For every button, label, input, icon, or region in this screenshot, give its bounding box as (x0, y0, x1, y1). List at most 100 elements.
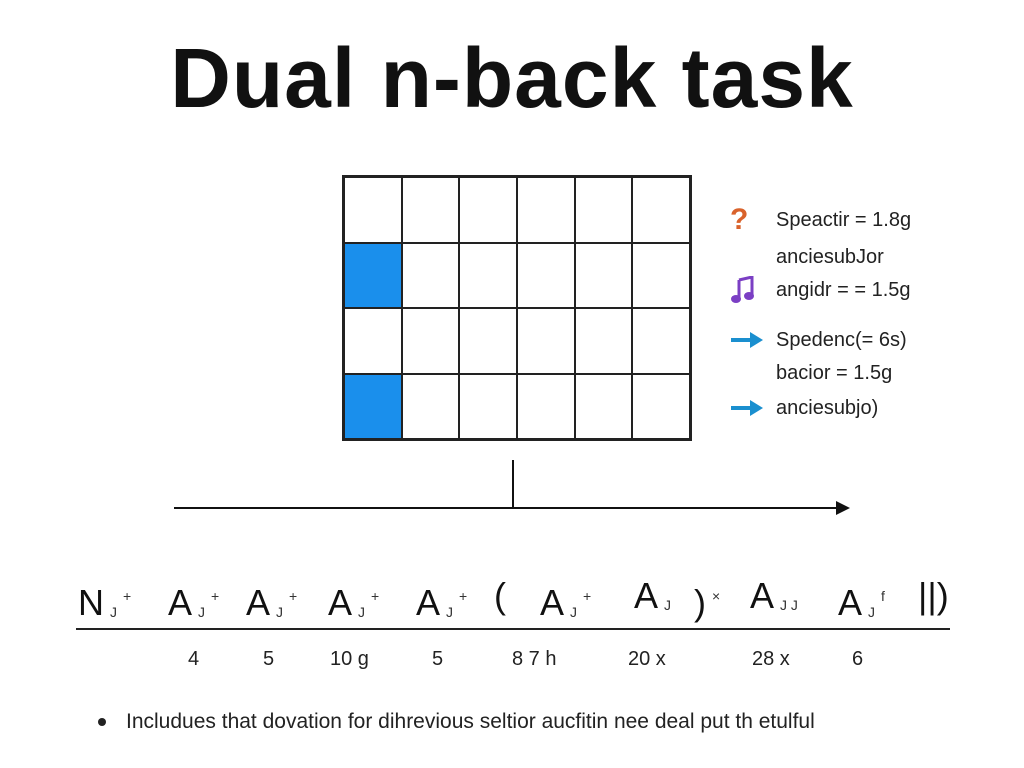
grid-cell (459, 177, 517, 243)
legend-label: bacior = 1.5g (776, 361, 893, 384)
grid-cell-active (344, 242, 402, 308)
grid-cell (401, 373, 460, 439)
legend-item: angidr = = 1.5g (730, 275, 911, 305)
arrow-right-icon (730, 393, 766, 423)
sequence-subscript: J J (780, 597, 798, 613)
grid-cell (574, 242, 633, 308)
sequence-symbol: A (168, 582, 193, 623)
grid-cell (401, 177, 460, 243)
legend-label: Speactir = 1.8g (776, 208, 912, 231)
grid-cell (632, 308, 690, 374)
sequence-superscript: × (712, 588, 721, 604)
timeline-arrowhead (836, 501, 850, 515)
grid-cell (459, 308, 517, 374)
grid-cell (517, 242, 575, 308)
legend-item: Spedenc(= 6s) (730, 325, 907, 355)
grid-cell (459, 242, 517, 308)
sequence-symbol: A (540, 582, 565, 623)
grid-cell (574, 177, 633, 243)
music-note-icon (730, 275, 766, 305)
grid-cell (517, 373, 575, 439)
legend-icon-spacer (730, 242, 766, 272)
sequence-symbol: ||) (918, 575, 949, 616)
sequence-number: 6 (852, 648, 864, 670)
legend-item: bacior = 1.5g (730, 358, 892, 388)
grid-cell (632, 373, 690, 439)
legend-label: angidr = = 1.5g (776, 278, 911, 301)
stimulus-grid (342, 175, 692, 441)
grid-cell (401, 242, 460, 308)
sequence-symbol: ( (494, 575, 506, 616)
grid-cell-active (344, 373, 402, 439)
sequence-symbol: N (78, 582, 104, 623)
sequence-subscript: J (664, 597, 672, 613)
sequence-symbol: A (634, 575, 659, 616)
legend-label: Spedenc(= 6s) (776, 328, 907, 351)
grid-cell (517, 177, 575, 243)
bullet-icon (98, 718, 106, 726)
sequence-subscript: J (276, 604, 284, 620)
grid-cell (517, 308, 575, 374)
sequence-superscript: + (123, 588, 132, 604)
sequence-subscript: J (446, 604, 454, 620)
sequence-superscript: + (289, 588, 298, 604)
sequence-symbol: A (750, 575, 775, 616)
sequence-superscript: + (583, 588, 592, 604)
sequence-number: 8 7 h (512, 648, 557, 670)
grid-cell (401, 308, 460, 374)
sequence-symbol: A (416, 582, 441, 623)
sequence-number: 28 x (752, 648, 790, 670)
arrow-right-icon (730, 325, 766, 355)
sequence-item: )× (694, 574, 720, 625)
sequence-number: 4 (188, 648, 200, 670)
legend-icon-spacer (730, 358, 766, 388)
sequence-superscript: + (371, 588, 380, 604)
legend-label: anciesubjo) (776, 396, 879, 419)
grid-cell (459, 373, 517, 439)
grid-cell (632, 177, 690, 243)
sequence-superscript: + (459, 588, 468, 604)
legend-label: anciesubJor (776, 245, 884, 268)
sequence-item: ||) (918, 574, 949, 618)
sequence-subscript: J (868, 604, 876, 620)
grid-cell (344, 308, 402, 374)
sequence-symbol: A (246, 582, 271, 623)
page-title: Dual n-back task (170, 31, 854, 125)
grid-cell (632, 242, 690, 308)
sequence-subscript: J (358, 604, 366, 620)
grid-cell (574, 373, 633, 439)
sequence-number: 5 (263, 648, 275, 670)
sequence-symbol: A (328, 582, 353, 623)
sequence-number: 10 g (330, 648, 369, 670)
sequence-number: 5 (432, 648, 444, 670)
sequence-subscript: J (570, 604, 578, 620)
sequence-superscript: + (211, 588, 220, 604)
footnote-text: Includues that dovation for dihrevious s… (126, 710, 815, 733)
sequence-symbol: A (838, 582, 863, 623)
grid-cell (344, 177, 402, 243)
sequence-numbers: 4 5 10 g 5 8 7 h 20 x 28 x 6 (0, 648, 1024, 674)
legend-item: ? Speactir = 1.8g (730, 205, 911, 235)
question-mark-icon: ? (730, 203, 749, 236)
legend-item: anciesubJor (730, 242, 884, 272)
legend-item: anciesubjo) (730, 393, 878, 423)
sequence-divider (76, 628, 950, 630)
sequence-subscript: J (198, 604, 206, 620)
grid-cell (574, 308, 633, 374)
sequence-symbol: ) (694, 582, 706, 623)
sequence-item: ( (494, 574, 506, 618)
footnote: Includues that dovation for dihrevious s… (98, 710, 815, 734)
sequence-superscript: f (881, 588, 885, 604)
sequence-number: 20 x (628, 648, 666, 670)
sequence-subscript: J (110, 604, 117, 620)
